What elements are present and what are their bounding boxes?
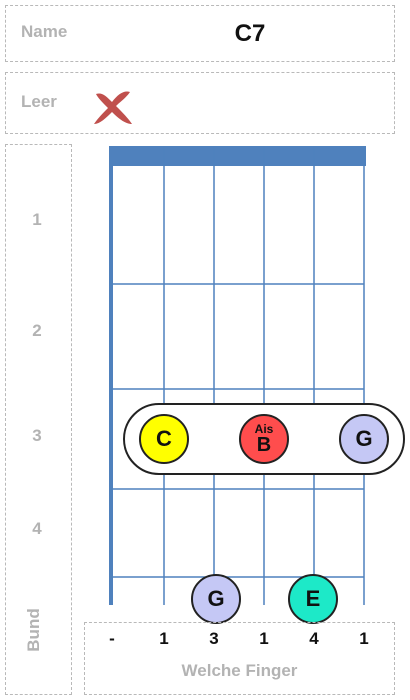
finger-row-label: Welche Finger (181, 661, 298, 680)
x-mark-icon (94, 91, 132, 124)
finger-string-1: - (109, 629, 115, 648)
fret-number-3: 3 (32, 426, 42, 445)
empty-strings-row (5, 72, 395, 134)
bund-label: Bund (24, 608, 43, 652)
fret-number-column (5, 144, 72, 695)
fretboard (109, 146, 366, 605)
fret-number-4: 4 (32, 519, 42, 538)
note-b-alt-label: Ais (254, 422, 274, 436)
note-e-open-label: E (305, 586, 321, 611)
finger-string-5: 4 (309, 629, 319, 648)
fret-number-2: 2 (32, 321, 42, 340)
finger-string-2: 1 (159, 629, 169, 648)
note-g-label: G (355, 426, 373, 451)
finger-string-4: 1 (259, 629, 269, 648)
nut (109, 146, 366, 166)
note-e-open: E (288, 574, 338, 624)
fret-number-1: 1 (32, 210, 42, 229)
name-row (5, 5, 395, 62)
finger-string-6: 1 (359, 629, 369, 648)
note-g-open-label: G (207, 586, 225, 611)
empty-strings-label: Leer (21, 92, 57, 111)
note-c: C (139, 414, 189, 464)
finger-row (84, 622, 395, 695)
note-b-label: B (256, 434, 272, 456)
chord-title: C7 (234, 20, 266, 47)
finger-string-3: 3 (209, 629, 219, 648)
note-g-third-fret: G (339, 414, 389, 464)
note-b: Ais B (239, 414, 289, 464)
note-c-label: C (156, 426, 172, 451)
note-g-open: G (191, 574, 241, 624)
name-label: Name (21, 22, 68, 41)
